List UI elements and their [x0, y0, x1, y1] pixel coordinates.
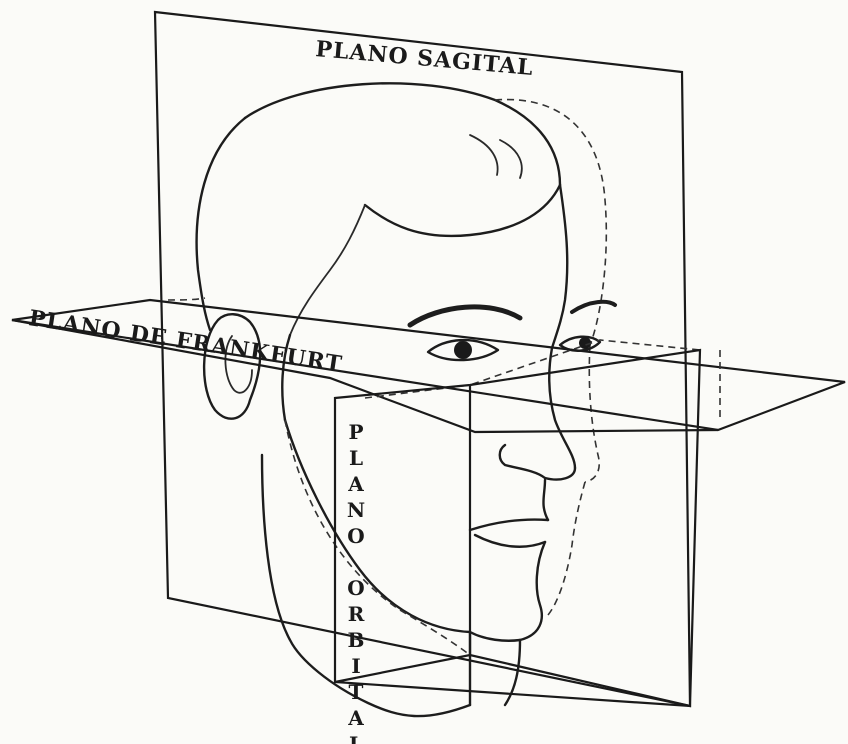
face-profile [470, 185, 575, 641]
orbital-plane [335, 350, 700, 706]
ear [204, 314, 260, 418]
orbital-plane-label: PLANO ORBITAL [344, 420, 368, 744]
frankfurt-plane-label: PLANO DE FRANKFURT [27, 305, 344, 378]
frankfurt-hidden-edges [365, 340, 720, 650]
hidden-head-contour [168, 100, 606, 655]
